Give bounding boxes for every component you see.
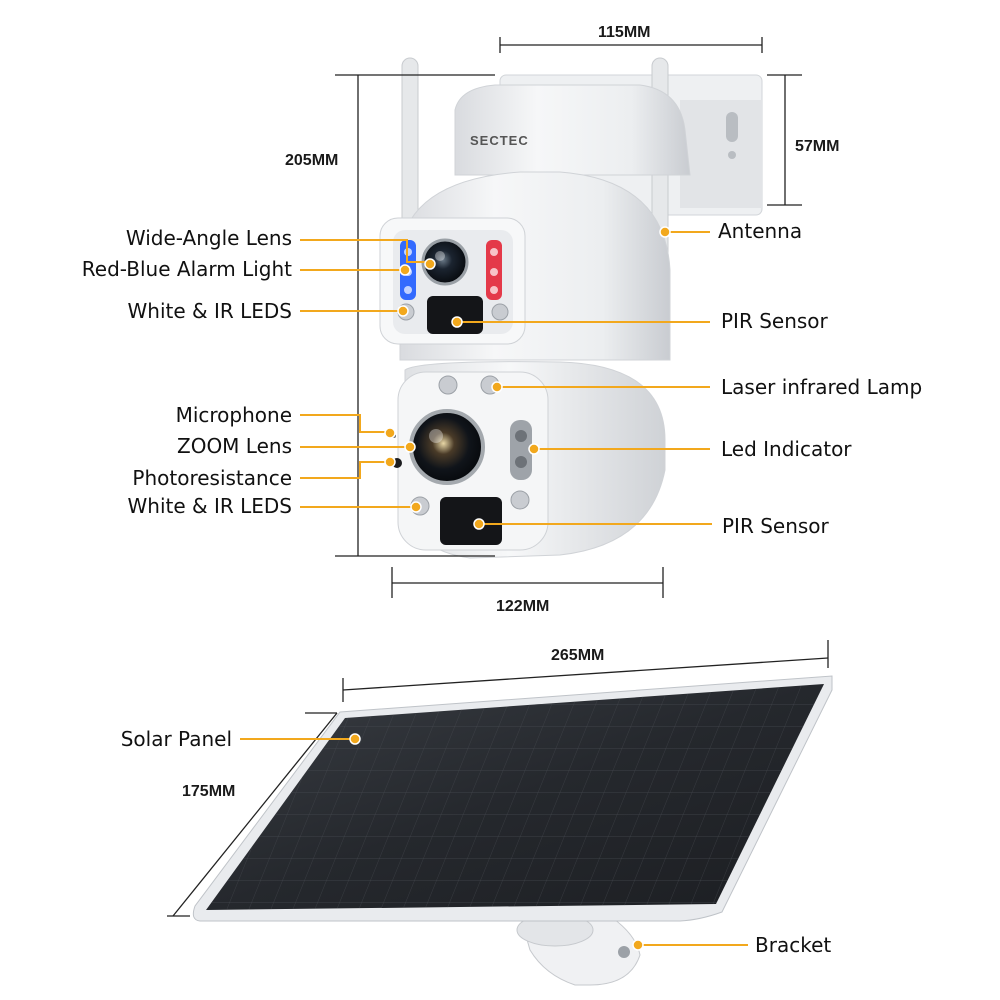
right-callouts [451,226,712,530]
left-callouts [300,239,436,513]
callout-red-blue-alarm-light: Red-Blue Alarm Light [82,257,292,281]
callout-antenna: Antenna [718,219,802,243]
red-blue-alarm-light [400,240,502,300]
solar-dimension-lines [167,640,829,917]
laser-infrared-lamp [438,375,458,395]
callout-laser-infrared-lamp: Laser infrared Lamp [721,375,922,399]
callout-bracket: Bracket [755,933,831,957]
dim-top-width: 115MM [598,24,650,41]
callout-white-ir-leds-lower: White & IR LEDS [128,494,293,518]
camera-illustration: SECTEC [379,57,763,559]
callout-led-indicator: Led Indicator [721,437,852,461]
brand-logo: SECTEC [470,133,529,148]
top-cap [454,84,691,176]
left-antenna [401,57,419,229]
dim-base-width: 122MM [496,598,549,615]
camera-dimension-lines [335,37,802,598]
callout-wide-angle-lens: Wide-Angle Lens [126,226,292,250]
lower-pir-sensor [440,497,502,545]
callout-white-ir-leds-upper: White & IR LEDS [128,299,293,323]
bracket [516,909,641,986]
dim-mount-height: 57MM [795,138,839,155]
dim-total-height: 205MM [285,152,338,169]
dim-panel-width: 265MM [551,647,604,664]
solar-panel-illustration [192,675,833,986]
callout-pir-sensor-lower: PIR Sensor [722,514,830,538]
callout-microphone: Microphone [176,403,292,427]
upper-pir-sensor [427,296,483,334]
callout-photoresistance: Photoresistance [132,466,292,490]
zoom-lens [409,409,485,485]
dim-panel-height: 175MM [182,783,235,800]
solar-callouts [240,733,748,951]
callout-solar-panel: Solar Panel [121,727,232,751]
callout-pir-sensor-upper: PIR Sensor [721,309,829,333]
callout-zoom-lens: ZOOM Lens [177,434,292,458]
